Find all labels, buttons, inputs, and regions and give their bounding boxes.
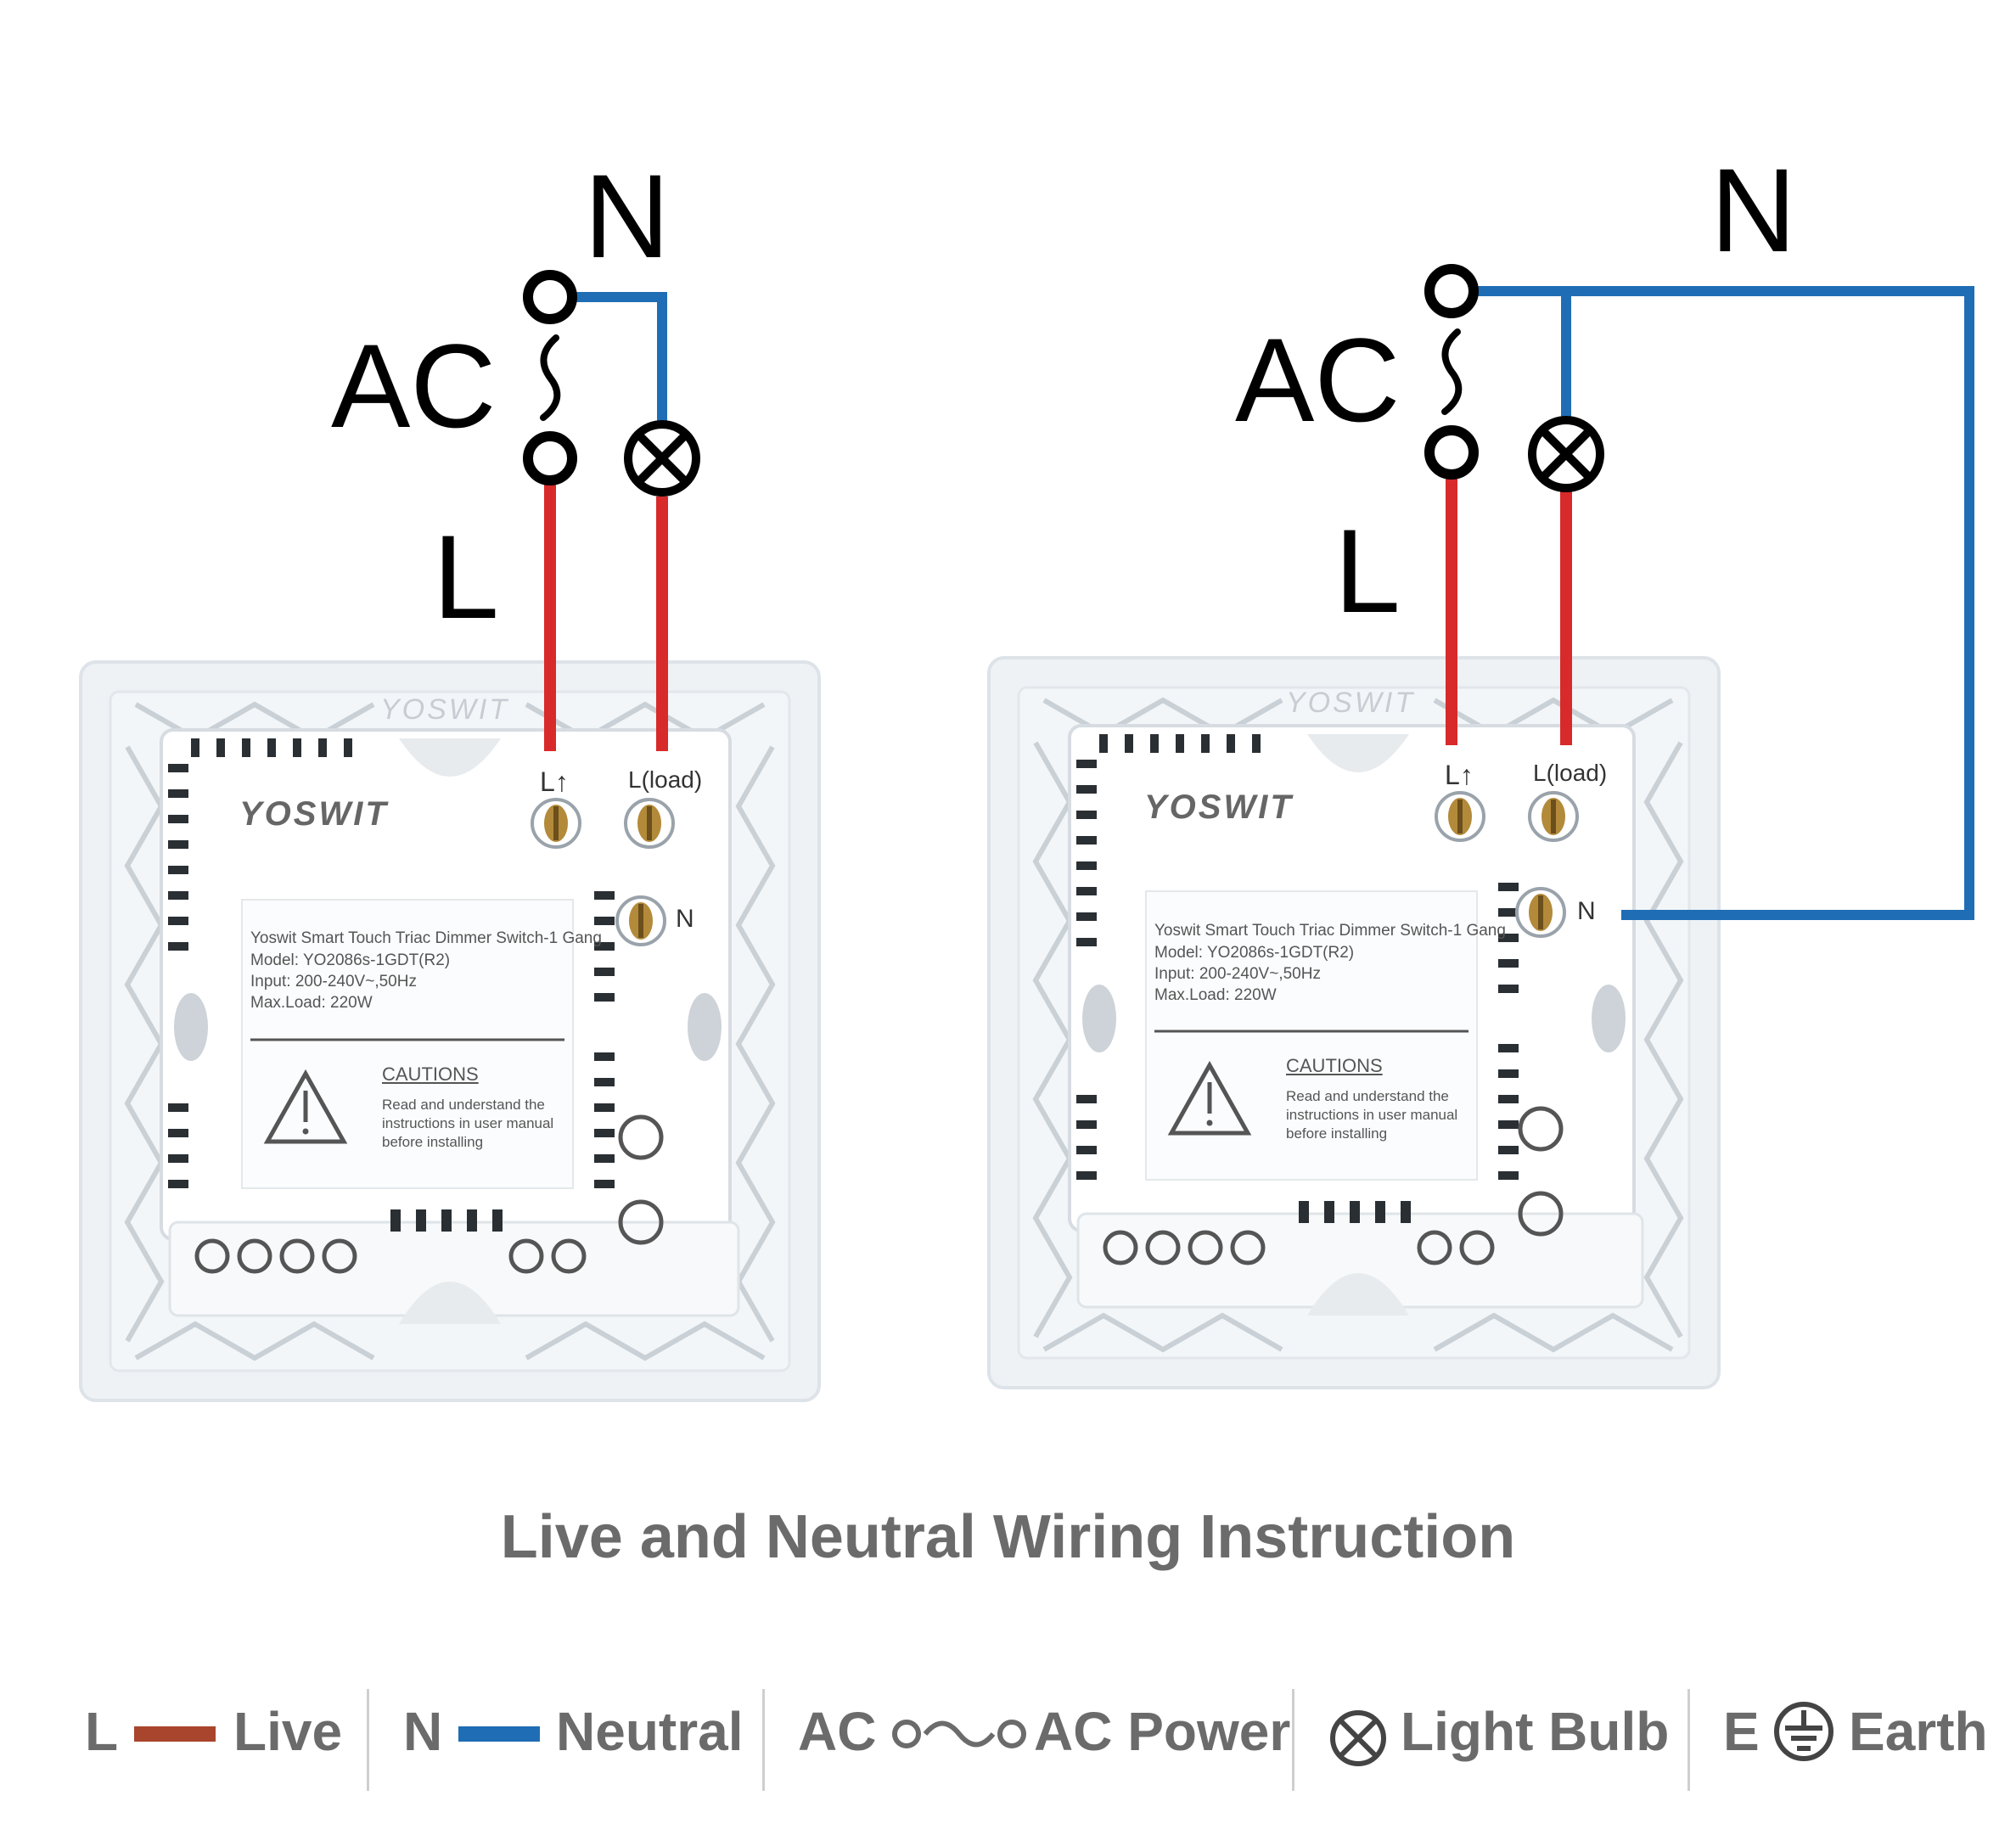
product-line-3-right: Input: 200-240V~,50Hz — [1154, 965, 1321, 983]
legend-neutral-letter: N — [403, 1701, 443, 1762]
light-bulb-icon — [624, 420, 700, 497]
legend-neutral-text: Neutral — [556, 1701, 744, 1762]
cautions-line-2-left: instructions in user manual — [382, 1115, 554, 1131]
light-bulb-icon — [1528, 416, 1604, 492]
cautions-line-2-right: instructions in user manual — [1286, 1107, 1458, 1123]
terminal-l-left — [523, 431, 577, 485]
terminal-l-right — [1424, 425, 1479, 480]
page-title: Live and Neutral Wiring Instruction — [500, 1503, 1516, 1571]
legend-live-text: Live — [233, 1701, 343, 1762]
legend-live-letter: L — [85, 1701, 119, 1762]
terminal-live-label-right: L↑ — [1445, 760, 1474, 790]
legend-divider — [762, 1689, 765, 1791]
cautions-line-3-right: before installing — [1286, 1125, 1388, 1142]
wiring-left — [523, 270, 700, 751]
warning-triangle-icon — [263, 1069, 348, 1144]
legend-light-bulb-icon — [1330, 1710, 1386, 1766]
screw-terminal-live-left — [531, 798, 581, 849]
legend-divider — [1292, 1689, 1294, 1791]
brand-right: YOSWIT — [1144, 788, 1294, 826]
neutral-wire-right — [1460, 286, 1974, 920]
brand-top-right: YOSWIT — [1286, 687, 1416, 719]
screw-terminal-neutral-right — [1515, 887, 1566, 938]
legend-ac-text: AC Power — [1034, 1701, 1291, 1762]
label-ac-right: AC — [1235, 313, 1401, 446]
neutral-wire-left — [564, 292, 667, 429]
switch-backplate-right — [987, 656, 1721, 1389]
terminal-n-left — [523, 270, 577, 324]
terminal-neutral-label-right: N — [1577, 897, 1596, 925]
ac-wave-icon — [540, 334, 561, 421]
screw-terminal-load-left — [624, 798, 675, 849]
legend-earth-text: Earth — [1849, 1701, 1988, 1762]
terminal-live-label-left: L↑ — [540, 766, 569, 797]
screw-terminal-neutral-left — [615, 895, 666, 946]
legend-earth-letter: E — [1723, 1701, 1760, 1762]
legend: L Live N Neutral AC AC Power Light Bulb … — [0, 1681, 2016, 1791]
legend-ac-letter: AC — [798, 1701, 877, 1762]
legend-divider — [367, 1689, 369, 1791]
legend-live-swatch — [134, 1726, 216, 1742]
ac-wave-icon — [1441, 328, 1463, 415]
product-line-4-right: Max.Load: 220W — [1154, 986, 1277, 1004]
diagram-right — [987, 264, 1974, 1389]
label-ac-left: AC — [331, 319, 497, 452]
legend-graphics — [134, 1702, 1833, 1766]
label-live-right: L — [1334, 504, 1401, 637]
label-neutral-right: N — [1710, 143, 1797, 277]
terminal-load-label-left: L(load) — [628, 766, 703, 793]
product-line-1-right: Yoswit Smart Touch Triac Dimmer Switch-1… — [1154, 922, 1506, 940]
terminal-load-label-right: L(load) — [1533, 760, 1608, 786]
wiring-right — [1424, 264, 1974, 920]
product-line-2-right: Model: YO2086s-1GDT(R2) — [1154, 944, 1355, 962]
terminal-n-right — [1424, 264, 1479, 318]
product-line-4-left: Max.Load: 220W — [250, 994, 373, 1012]
switch-backplate-left — [79, 660, 821, 1402]
diagram-left — [79, 270, 821, 1402]
legend-bulb-text: Light Bulb — [1401, 1701, 1670, 1762]
cautions-line-1-left: Read and understand the — [382, 1097, 545, 1113]
cautions-title-right: CAUTIONS — [1286, 1055, 1383, 1076]
legend-neutral-swatch — [458, 1726, 540, 1742]
cautions-line-1-right: Read and understand the — [1286, 1088, 1449, 1104]
cautions-title-left: CAUTIONS — [382, 1063, 479, 1085]
product-line-3-left: Input: 200-240V~,50Hz — [250, 973, 417, 990]
brand-left: YOSWIT — [239, 795, 389, 833]
screw-terminal-live-right — [1435, 791, 1485, 842]
cautions-line-3-left: before installing — [382, 1134, 484, 1150]
label-neutral-left: N — [584, 149, 671, 283]
screw-terminal-load-right — [1528, 791, 1579, 842]
legend-divider — [1687, 1689, 1690, 1791]
legend-ac-icon — [892, 1720, 1026, 1748]
warning-triangle-icon — [1167, 1060, 1252, 1136]
terminal-neutral-label-left: N — [676, 905, 694, 933]
product-line-1-left: Yoswit Smart Touch Triac Dimmer Switch-1… — [250, 929, 602, 947]
brand-top-left: YOSWIT — [380, 693, 510, 726]
product-line-2-left: Model: YO2086s-1GDT(R2) — [250, 951, 451, 969]
legend-earth-icon — [1774, 1702, 1833, 1761]
label-live-left: L — [433, 510, 499, 643]
